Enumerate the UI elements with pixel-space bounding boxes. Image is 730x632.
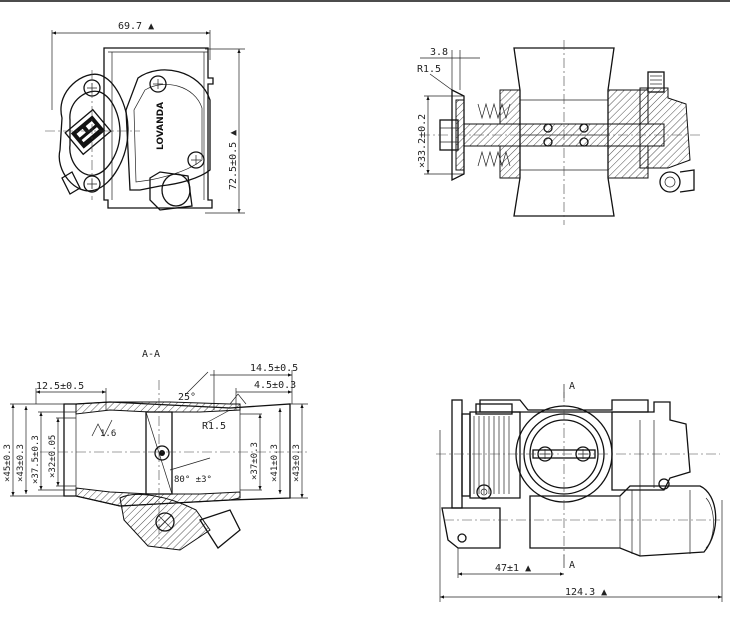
roughness-1-6: 1.6 xyxy=(100,429,116,439)
dim-r1-5-top: R1.5 xyxy=(417,64,441,75)
dim-pulley-dia: ×33.2±0.2 xyxy=(417,114,428,168)
section-label-a-a: A-A xyxy=(142,349,160,360)
dim-dia-37: ×37±0.3 xyxy=(250,442,260,480)
angle-25: 25° xyxy=(178,392,196,403)
dim-124-3: 124.3 ▲ xyxy=(565,587,607,598)
view-bottom-right: A A xyxy=(436,381,723,602)
view-top-right: 3.8 R1.5 ×33.2±0.2 xyxy=(417,40,700,225)
dim-dia-41: ×41±0.3 xyxy=(270,444,280,482)
dim-height-72-5: 72.5±0.5 ▲ xyxy=(228,130,239,190)
dim-r1-5-section: R1.5 xyxy=(202,421,226,432)
dim-4-5: 4.5±0.3 xyxy=(254,380,296,391)
dim-dia-43-left: ×43±0.3 xyxy=(16,444,26,482)
dim-14-5: 14.5±0.5 xyxy=(250,363,298,374)
dim-dia-43-right: ×43±0.3 xyxy=(292,444,302,482)
dim-3-8: 3.8 xyxy=(430,47,448,58)
view-bottom-left-section: A-A 12.5±0.5 14.5±0.5 4.5±0.3 25° R1.5 8… xyxy=(3,349,310,551)
section-mark-a-bottom: A xyxy=(569,560,575,571)
dim-width-69-7: 69.7 ▲ xyxy=(118,21,154,32)
section-mark-a-top: A xyxy=(569,381,575,392)
angle-80: 80° ±3° xyxy=(174,475,212,485)
brand-logo: LOVANDA xyxy=(156,102,166,150)
view-top-left: 69.7 ▲ 72.5±0.5 ▲ LOVANDA xyxy=(45,21,245,214)
dim-dia-32: ×32±0.05 xyxy=(48,435,58,478)
dim-dia-45: ×45±0.3 xyxy=(3,444,13,482)
dim-dia-37-5: ×37.5±0.3 xyxy=(31,435,41,484)
dim-47: 47±1 ▲ xyxy=(495,563,531,574)
dim-12-5: 12.5±0.5 xyxy=(36,381,84,392)
